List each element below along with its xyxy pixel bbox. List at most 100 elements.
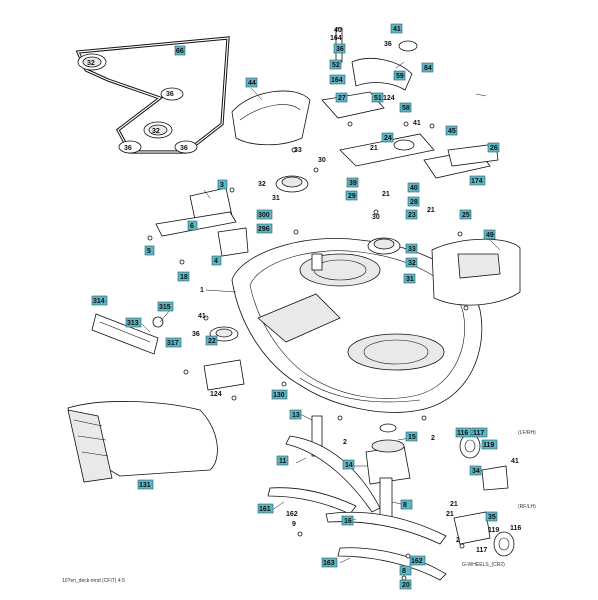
pulley-1: 32 [77,53,107,71]
callout-23: 23 [408,212,416,219]
callout-39: 39 [349,180,357,187]
callout-58: 58 [402,105,410,112]
callout-29: 29 [348,193,356,200]
pulley-label-3: 32 [152,128,160,135]
callout-124-a: 124 [383,95,395,102]
callout-5: 5 [147,248,151,255]
callout-21-c: 21 [427,207,435,214]
callout-32-boxed: 32 [408,260,416,267]
pulley-label-4: 36 [124,145,132,152]
left-deck-bracket [155,187,249,257]
callout-labels: 40 164 36 52 164 41 36 84 59 27 51 58 12… [91,23,521,590]
callout-130: 130 [273,392,285,399]
callout-313: 313 [127,320,139,327]
callout-3: 3 [220,182,224,189]
callout-6: 6 [190,223,194,230]
callout-36-c: 36 [192,331,200,338]
callout-16: 16 [344,518,352,525]
pulley-label-5: 36 [180,145,188,152]
callout-27: 27 [338,95,346,102]
callout-296: 296 [258,226,270,233]
callout-116: 116 [457,430,468,437]
callout-26: 26 [490,145,498,152]
mower-deck-housing [231,238,483,413]
pulley-2: 36 [160,87,184,101]
pulley-label-2: 36 [166,91,174,98]
callout-31-boxed: 31 [406,276,414,283]
callout-30-b: 30 [372,214,380,221]
callout-41-d: 41 [511,458,519,465]
callout-11: 11 [279,458,287,465]
note-gauge-wheels: G-WHEELS_(CR2) [462,562,505,568]
callout-21-e: 21 [446,511,454,518]
mower-blade-upper [267,435,381,515]
callout-300: 300 [258,212,270,219]
mower-blade-lower [325,511,447,581]
callout-317: 317 [167,340,179,347]
callout-18: 18 [180,274,188,281]
callout-8: 8 [403,502,407,509]
callout-35: 35 [488,514,496,521]
front-hanger-bracket [91,313,164,355]
belt-routing-diagram: 32 36 32 36 36 66 [75,36,230,154]
callout-2-c: 2 [456,537,460,544]
callout-119-b: 119 [488,527,499,534]
callout-30-a: 30 [318,157,326,164]
callout-13: 13 [292,412,300,419]
belt-label: 66 [176,48,184,55]
callout-32-a: 32 [258,181,266,188]
callout-52: 52 [332,62,340,69]
footer-code: 10?en_deck-mnd (CFIT) 4.5 [62,578,125,584]
note-rf-lh: (RF/LH) [518,504,536,510]
callout-22: 22 [208,338,216,345]
callout-162-a: 162 [286,511,298,518]
callout-33: 33 [294,147,302,154]
callout-163: 163 [323,560,335,567]
right-belt-cover [431,238,521,306]
callout-45: 45 [448,128,456,135]
callout-20: 20 [402,582,410,589]
callout-2-b: 2 [431,435,435,442]
callout-84: 84 [424,65,432,72]
callout-314: 314 [93,298,105,305]
callout-9: 9 [292,521,296,528]
callout-1: 1 [200,287,204,294]
pulley-mount-bracket [203,359,245,391]
callout-174: 174 [471,178,483,185]
pulley-4: 36 [118,140,142,154]
left-belt-cover [231,90,311,146]
callout-28: 28 [410,199,418,206]
callout-41-c: 41 [198,313,206,320]
callout-31-a: 31 [272,195,280,202]
callout-36-b: 36 [384,41,392,48]
callout-131: 131 [139,482,151,489]
deck-right-bracket [423,143,499,179]
callout-2-a: 2 [343,439,347,446]
callout-4: 4 [214,258,218,265]
callout-164: 164 [330,35,342,42]
callout-14: 14 [345,462,353,469]
belt-callout-box [174,45,186,56]
callout-124-b: 124 [210,391,222,398]
note-lf-rh: (LF/RH) [518,430,536,436]
callout-40-boxed: 40 [410,185,418,192]
hardware-fasteners [147,121,469,581]
callout-33-boxed: 33 [408,246,416,253]
callout-119: 119 [483,442,494,449]
callout-44: 44 [248,80,256,87]
callout-36-boxed: 36 [336,46,344,53]
callout-40: 40 [334,27,342,34]
callout-21-b: 21 [382,191,390,198]
callout-164-boxed: 164 [331,77,343,84]
callout-25: 25 [462,212,470,219]
callout-21-d: 21 [450,501,458,508]
pulley-5: 36 [174,140,198,154]
callout-24: 24 [384,135,392,142]
callout-15: 15 [408,434,416,441]
callout-117: 117 [473,430,484,437]
callout-117-b: 117 [476,547,487,554]
discharge-chute [67,401,218,483]
callout-162-boxed: 162 [411,558,423,565]
callout-49: 49 [486,232,494,239]
